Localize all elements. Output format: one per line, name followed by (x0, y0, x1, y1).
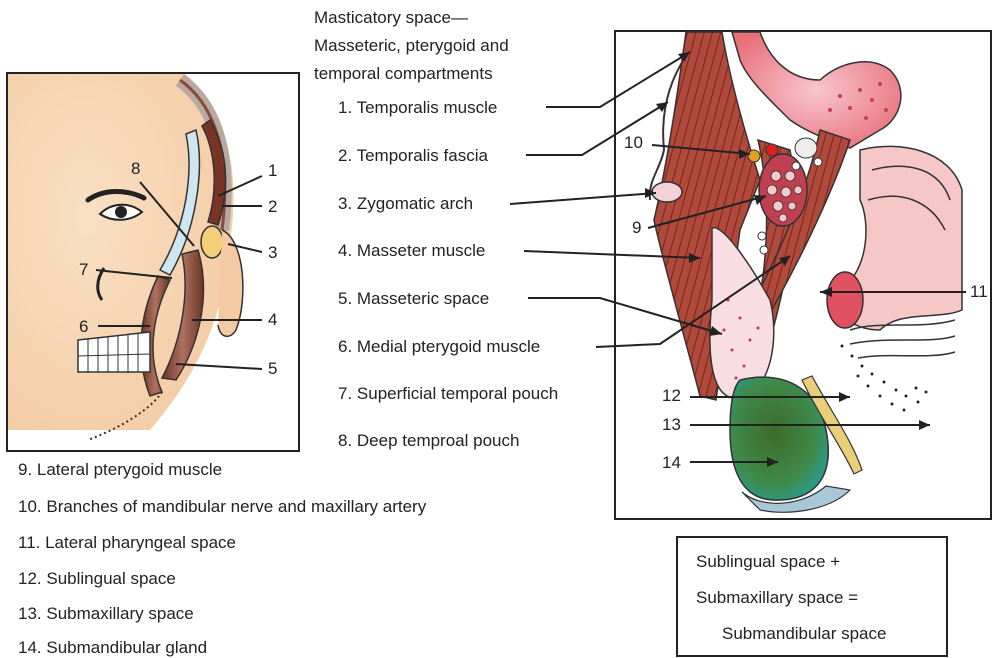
formula-box: Sublingual space + Submaxillary space = … (676, 536, 948, 657)
skull-base (732, 32, 901, 148)
formula-line-3: Submandibular space (722, 624, 886, 644)
formula-line-1: Sublingual space + (696, 552, 840, 572)
label-num-14: 14 (662, 454, 681, 472)
label-num-10: 10 (624, 134, 643, 152)
formula-line-2: Submaxillary space = (696, 588, 858, 608)
label-num-12: 12 (662, 387, 681, 405)
label-num-13: 13 (662, 416, 681, 434)
label-num-9: 9 (632, 219, 641, 237)
label-num-11: 11 (970, 283, 988, 301)
